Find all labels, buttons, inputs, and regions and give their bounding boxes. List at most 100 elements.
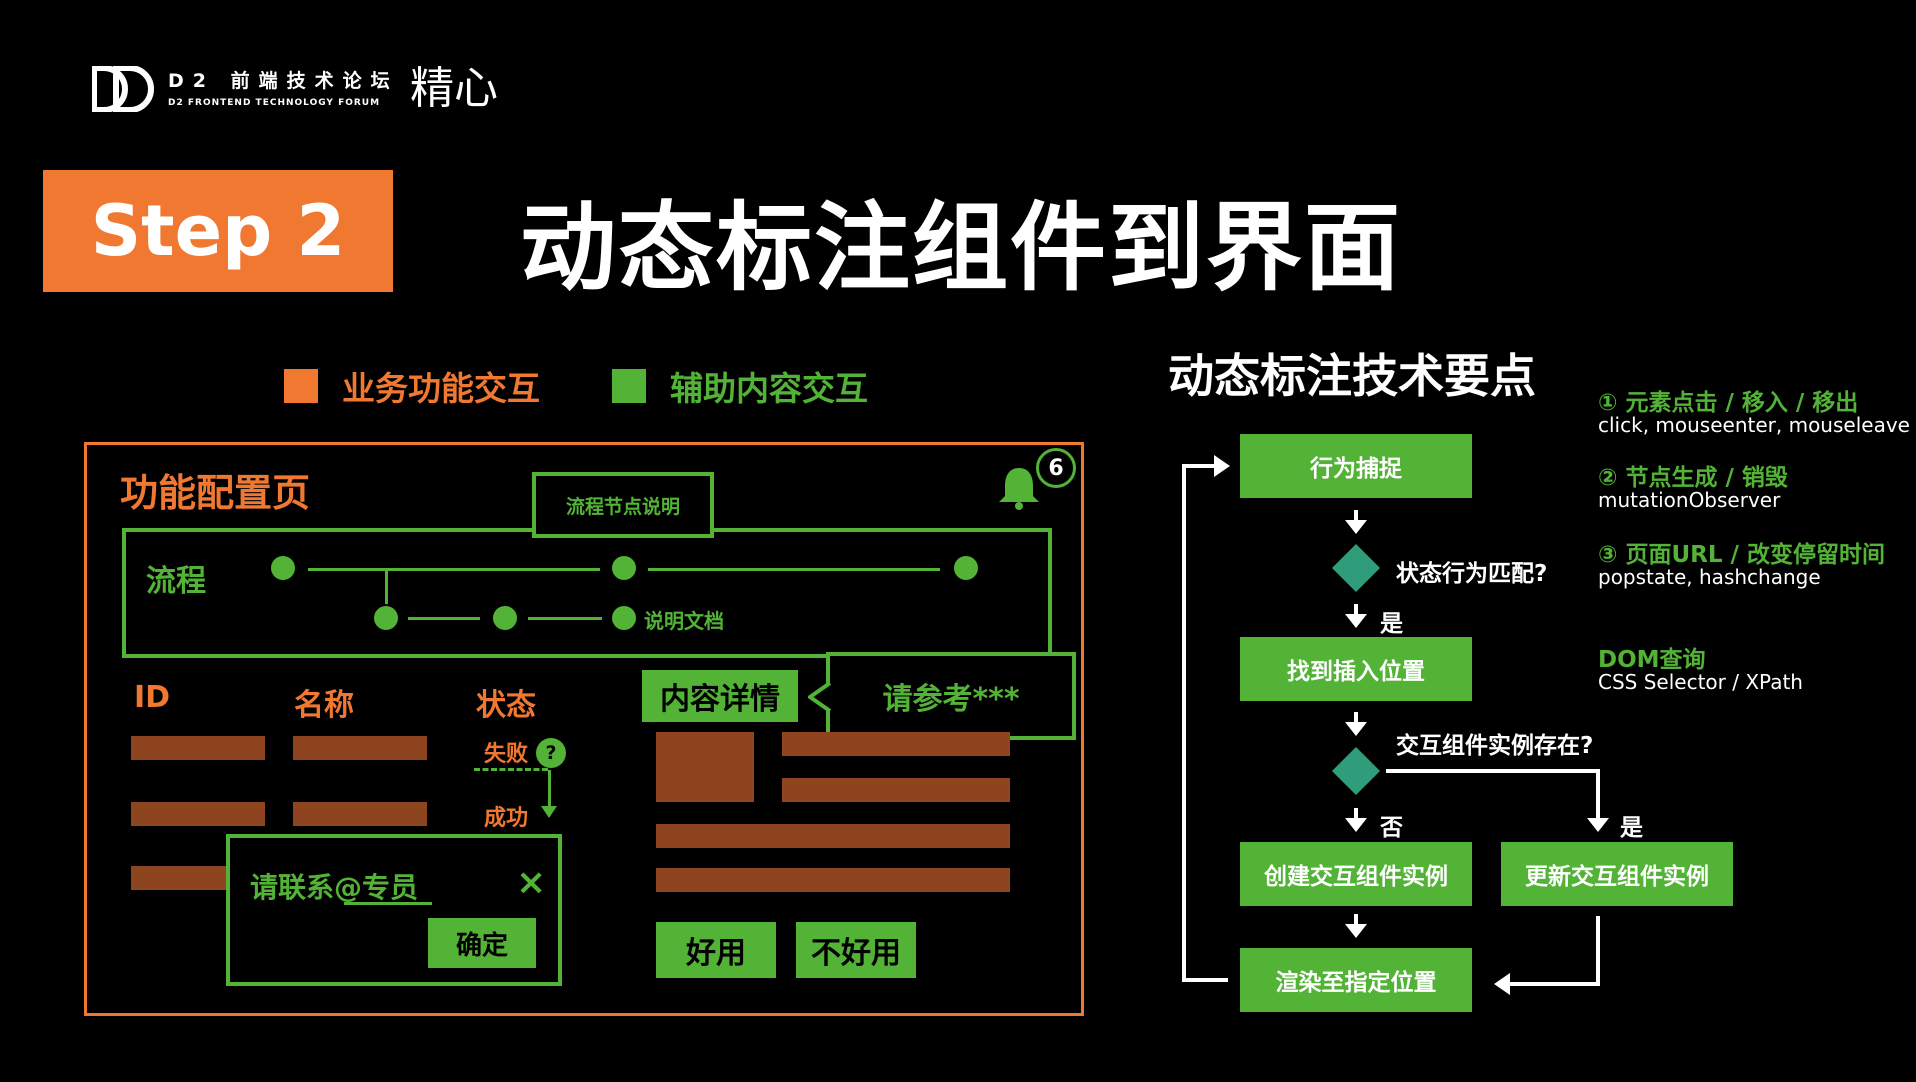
flow-connector [308,568,600,571]
flow-tooltip-text: 流程节点说明 [565,495,680,518]
table-cell-placeholder [131,802,265,826]
decision-label: 交互组件实例存在? [1396,733,1594,759]
table-cell-placeholder [293,736,427,760]
note-desc: click, mouseenter, mouseleave [1598,413,1910,437]
flow-arrow [1354,510,1358,520]
flow-arrow [1354,808,1358,820]
note-desc: CSS Selector / XPath [1598,670,1803,694]
mock-page-title: 功能配置页 [120,471,311,515]
decision-diamond [1331,543,1381,593]
arrow-down-icon [1345,722,1367,736]
jingxin-logo: 精心 [410,63,498,114]
text-placeholder [782,732,1010,756]
column-status: 状态 [476,688,536,723]
note-title: ② 节点生成 / 销毁 [1598,465,1788,491]
tech-title: 动态标注技术要点 [1168,349,1536,403]
decision-label: 状态行为匹配? [1396,561,1548,587]
flow-connector [385,568,388,604]
column-id: ID [134,680,171,715]
status-arrow-line [548,770,551,808]
flow-node[interactable] [271,556,295,580]
arrow-left-icon [1494,973,1510,995]
flow-arrow [1354,914,1358,924]
bell-icon[interactable] [994,462,1044,512]
legend-business-label: 业务功能交互 [342,369,540,408]
flow-node[interactable] [954,556,978,580]
status-success: 成功 [484,806,529,831]
flow-step-capture: 行为捕捉 [1240,434,1472,498]
arrow-down-icon [1587,818,1609,832]
flow-step-find: 找到插入位置 [1240,637,1472,701]
green-square-icon [612,369,646,403]
flow-arrow [1596,769,1600,819]
tooltip-pointer-icon [808,683,832,711]
popup-text: 请联系@专员 [250,866,418,906]
flow-loop [1182,978,1228,982]
flow-connector [408,617,480,620]
status-fail[interactable]: 失败 [484,742,529,767]
flow-connector [648,568,940,571]
flow-connector [528,617,602,620]
note-title: ③ 页面URL / 改变停留时间 [1598,542,1885,568]
flow-arrow [1508,982,1600,986]
note-desc: popstate, hashchange [1598,565,1821,589]
table-cell-placeholder [293,802,427,826]
decision-diamond [1331,746,1381,796]
page-title: 动态标注组件到界面 [520,192,1402,304]
good-button[interactable]: 好用 [656,922,776,978]
flow-step-render: 渲染至指定位置 [1240,948,1472,1012]
underline-dashed [474,768,548,771]
table-cell-placeholder [131,866,227,890]
contact-popup [226,834,562,986]
yes-label: 是 [1380,611,1403,637]
flow-step-create: 创建交互组件实例 [1240,842,1472,906]
arrow-right-icon [1214,455,1230,477]
flow-tooltip: 流程节点说明 [532,472,714,538]
note-title: DOM查询 [1598,647,1706,673]
flow-step-update: 更新交互组件实例 [1501,842,1733,906]
arrow-down-icon [1345,520,1367,534]
flow-loop [1182,464,1186,982]
no-label: 否 [1380,815,1403,841]
note-title: ① 元素点击 / 移入 / 移出 [1598,390,1859,416]
detail-tooltip: 请参考*** [826,652,1076,740]
column-name: 名称 [294,688,354,723]
yes-label: 是 [1620,815,1643,841]
detail-tooltip-text: 请参考*** [882,682,1020,717]
flow-node[interactable] [612,606,636,630]
popup-text-label: 请联系@专员 [250,871,419,904]
legend-assist: 辅助内容交互 [612,366,868,408]
mock-page-frame [84,442,1084,1016]
legend-assist-label: 辅助内容交互 [670,369,868,408]
flow-label: 流程 [146,564,206,599]
doc-link[interactable]: 说明文档 [644,609,724,633]
arrow-down-icon [1345,614,1367,628]
flow-node[interactable] [374,606,398,630]
note-desc: mutationObserver [1598,488,1781,512]
text-placeholder [656,868,1010,892]
confirm-button[interactable]: 确定 [428,918,536,968]
flow-node-active[interactable] [612,556,636,580]
text-placeholder [782,778,1010,802]
text-placeholder [656,824,1010,848]
tab-detail[interactable]: 内容详情 [642,670,798,722]
notification-badge: 6 [1036,448,1076,488]
flow-node[interactable] [493,606,517,630]
logo-chinese-text: D2 前端技术论坛 [168,70,399,92]
bad-button[interactable]: 不好用 [796,922,916,978]
orange-square-icon [284,369,318,403]
arrow-down-icon [1345,924,1367,938]
flow-panel [122,528,1052,658]
flow-arrow [1354,604,1358,616]
flow-arrow [1386,769,1600,773]
flow-arrow [1596,916,1600,986]
image-placeholder [656,732,754,802]
table-cell-placeholder [131,736,265,760]
arrow-down-icon [1345,818,1367,832]
close-icon[interactable]: × [516,862,547,903]
flow-loop [1182,464,1218,468]
arrow-down-icon [541,806,557,818]
legend-business: 业务功能交互 [284,366,540,408]
help-icon[interactable]: ? [536,738,566,768]
step-badge: Step 2 [43,170,393,292]
